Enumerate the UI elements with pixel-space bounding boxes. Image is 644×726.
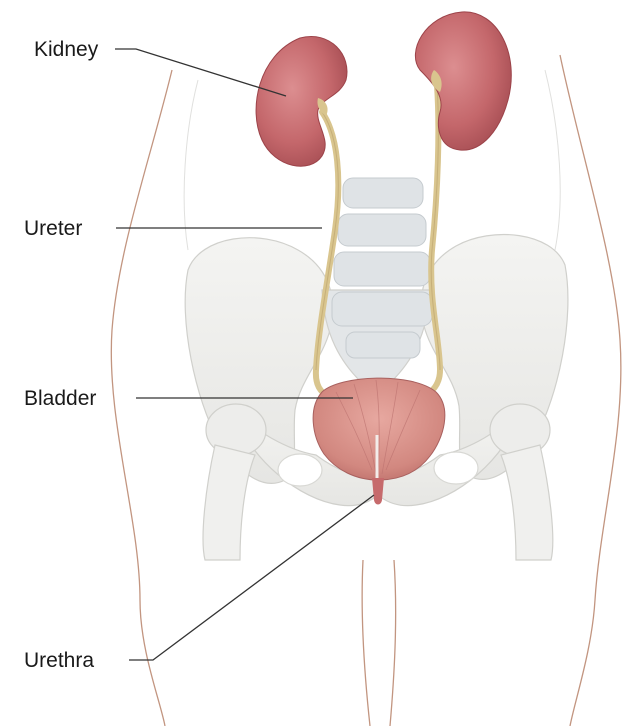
- urethra: [372, 478, 384, 505]
- right-femur: [501, 445, 553, 560]
- bladder-label: Bladder: [24, 387, 96, 410]
- leg-inner-left: [362, 560, 370, 726]
- right-obturator: [434, 452, 478, 484]
- leg-inner-right: [390, 560, 396, 726]
- body-outline-right: [560, 55, 621, 726]
- urethra-leader-line: [129, 495, 374, 660]
- left-femur: [203, 445, 255, 560]
- urethra-label: Urethra: [24, 649, 94, 672]
- right-kidney: [415, 12, 511, 150]
- left-obturator: [278, 454, 322, 486]
- kidney-label: Kidney: [34, 38, 99, 61]
- ureter-label: Ureter: [24, 217, 82, 240]
